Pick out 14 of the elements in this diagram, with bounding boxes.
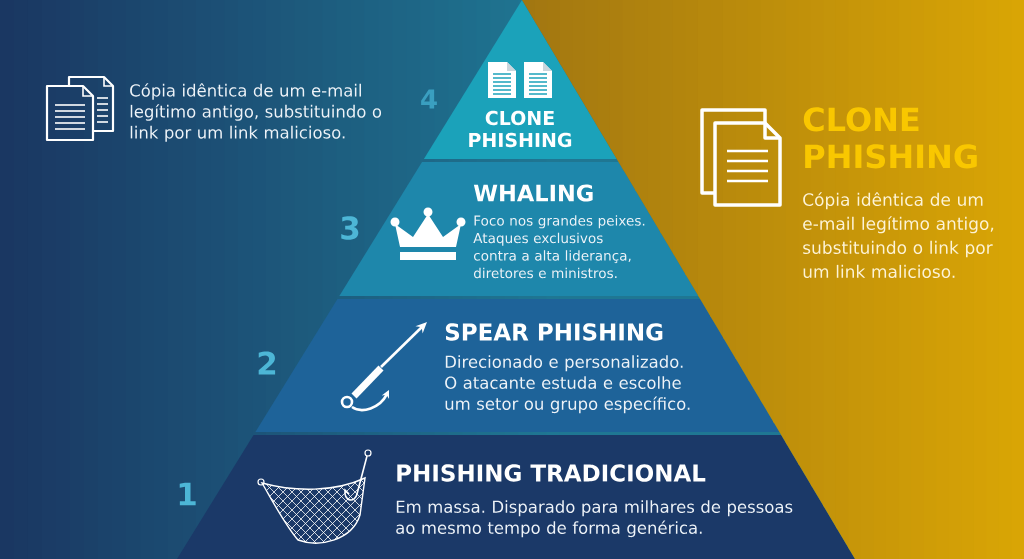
description: Em massa. Disparado para milhares de pessoas ao mesmo tempo de forma genérica. (396, 500, 793, 538)
heading: PHISHING TRADICIONAL (397, 464, 706, 482)
heading: CLONE PHISHING (469, 110, 572, 148)
description: Foco nos grandes peixes. Ataques exclusivos contra a alta liderança, diretores e ministros. (473, 215, 645, 279)
description: Cópia idêntica de um e-mail legítimo antigo, substituindo o link por um link malicioso. (803, 192, 994, 279)
tier-number: 2 (258, 351, 276, 375)
tier-number: 1 (179, 482, 196, 506)
heading: WHALING (473, 184, 593, 202)
heading: CLONE PHISHING (803, 107, 977, 169)
tier-number: 4 (421, 89, 437, 109)
description: Cópia idêntica de um e-mail legítimo antigo, substituindo o link por um link malicioso. (130, 83, 382, 142)
heading: SPEAR PHISHING (445, 323, 663, 341)
tier-number: 3 (341, 216, 359, 240)
description: Direcionado e personalizado. O atacante estuda e escolhe um setor ou grupo específico. (445, 355, 690, 414)
